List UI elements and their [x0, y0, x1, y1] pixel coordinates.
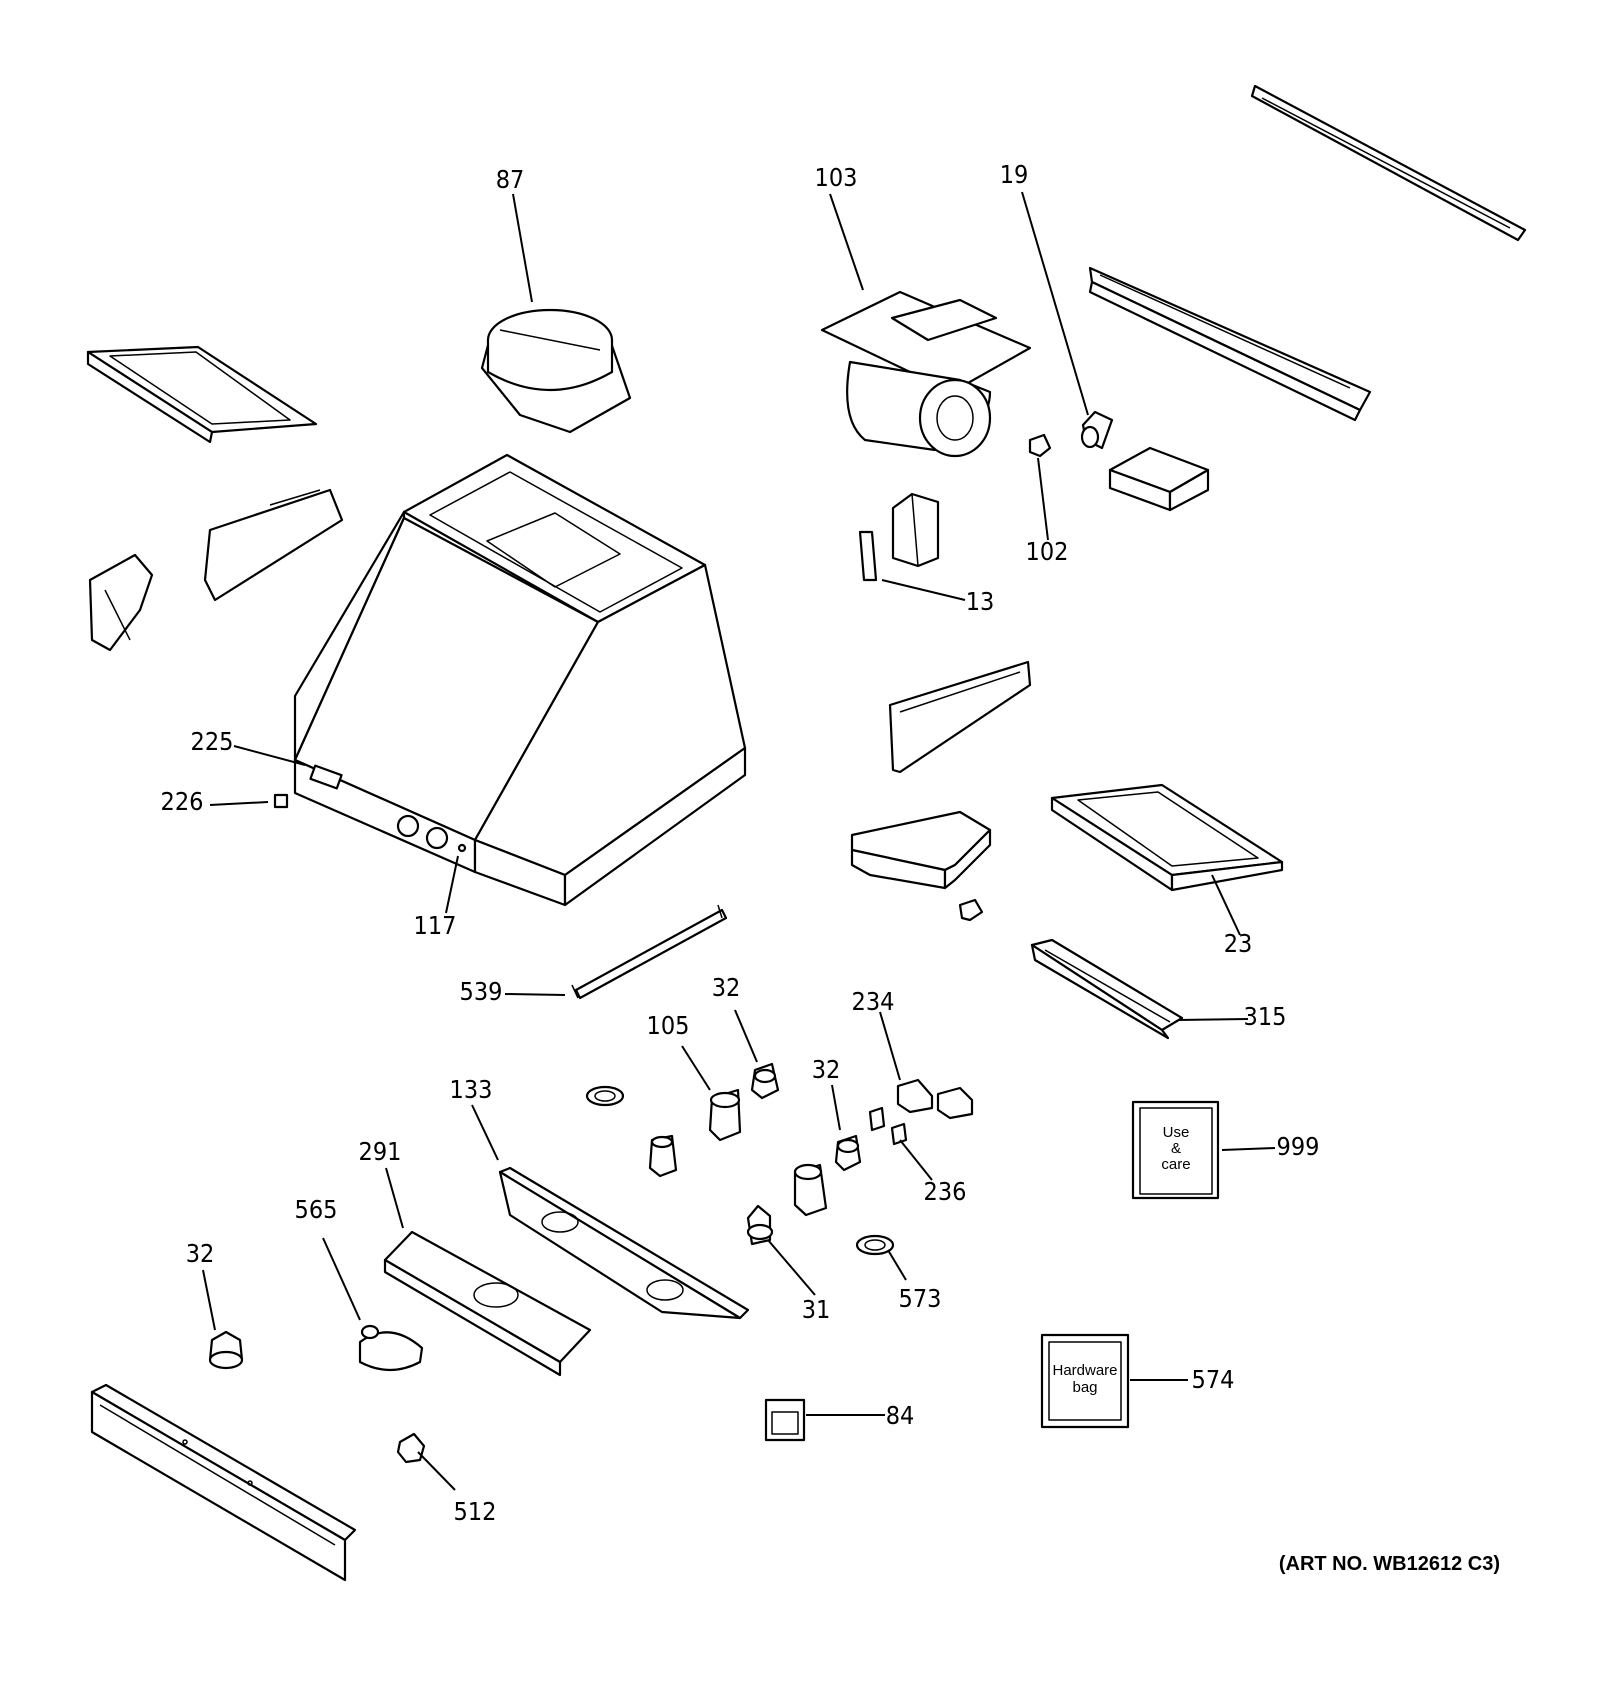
light-housing-291 [383, 1230, 592, 1377]
light-cover-84 [764, 1398, 806, 1442]
callout-32-bottom: 32 [186, 1239, 215, 1268]
switch-226 [273, 793, 289, 809]
manual-line-3: care [1161, 1156, 1190, 1173]
callout-102: 102 [1026, 537, 1069, 566]
clip-236-b [890, 1122, 908, 1146]
blower-motor-103 [820, 290, 1032, 458]
callout-19: 19 [1000, 160, 1029, 189]
callout-87: 87 [496, 165, 525, 194]
callout-539: 539 [460, 977, 503, 1006]
ring-left [585, 1085, 625, 1107]
junction-box [1108, 446, 1210, 512]
hood-body [293, 453, 747, 907]
callout-999: 999 [1277, 1132, 1320, 1161]
clip-236-a [868, 1106, 886, 1132]
socket-32-top [750, 1062, 780, 1100]
callout-117: 117 [414, 911, 457, 940]
capacitor-19 [1080, 410, 1114, 450]
bracket-right-upper [888, 660, 1032, 774]
callout-103: 103 [815, 163, 858, 192]
manual-line-2: & [1171, 1140, 1181, 1157]
blower-ring-87 [480, 308, 632, 434]
manual-line-1: Use [1163, 1124, 1190, 1141]
filter-frame-left [86, 345, 318, 444]
socket-512 [396, 1432, 426, 1464]
socket-center [793, 1163, 828, 1217]
callout-565: 565 [295, 1195, 338, 1224]
light-panel-133 [498, 1166, 750, 1320]
clip-small [958, 898, 984, 922]
callout-133: 133 [450, 1075, 493, 1104]
top-rail-lower [1088, 266, 1372, 422]
switch-234-b [936, 1086, 974, 1120]
top-rail-upper [1250, 84, 1527, 242]
callout-236: 236 [924, 1177, 967, 1206]
callout-225: 225 [191, 727, 234, 756]
socket-105 [708, 1088, 742, 1142]
callout-234: 234 [852, 987, 895, 1016]
light-lens-315 [1030, 938, 1184, 1040]
bracket-left-lower [88, 553, 154, 652]
callout-226: 226 [161, 787, 204, 816]
callout-105: 105 [647, 1011, 690, 1040]
leader-lines [202, 191, 1276, 1491]
callout-574: 574 [1192, 1365, 1235, 1394]
callout-84: 84 [886, 1401, 915, 1430]
hardware-bag-574: Hardware bag [1040, 1333, 1130, 1429]
hardware-line-2: bag [1072, 1379, 1097, 1396]
callout-23: 23 [1224, 929, 1253, 958]
callout-labels: 87 103 19 102 13 225 226 117 23 539 315 … [161, 160, 1320, 1526]
callout-31: 31 [802, 1295, 831, 1324]
transformer-13 [858, 492, 940, 582]
socket-31 [746, 1204, 774, 1246]
hardware-line-1: Hardware [1052, 1362, 1117, 1379]
bracket-right-lower [850, 810, 992, 890]
manual-booklet-999: Use & care [1131, 1100, 1220, 1200]
front-trim [90, 1383, 357, 1582]
ring-573 [855, 1234, 895, 1256]
rod-539 [571, 904, 728, 1000]
knob-102 [1028, 433, 1052, 458]
callout-315: 315 [1244, 1002, 1287, 1031]
switch-234-a [896, 1078, 934, 1114]
callout-32-top: 32 [712, 973, 741, 1002]
bracket-left-upper [203, 488, 344, 602]
bulb-32-bottom [208, 1330, 244, 1370]
socket-left-mid [648, 1134, 678, 1178]
socket-32-mid [834, 1134, 862, 1172]
callout-512: 512 [454, 1497, 497, 1526]
art-number: (ART NO. WB12612 C3) [1279, 1553, 1500, 1575]
callout-13: 13 [966, 587, 995, 616]
callout-32-mid: 32 [812, 1055, 841, 1084]
callout-573: 573 [899, 1284, 942, 1313]
callout-291: 291 [359, 1137, 402, 1166]
filter-frame-right-23 [1050, 783, 1284, 892]
lamp-565 [358, 1324, 424, 1372]
